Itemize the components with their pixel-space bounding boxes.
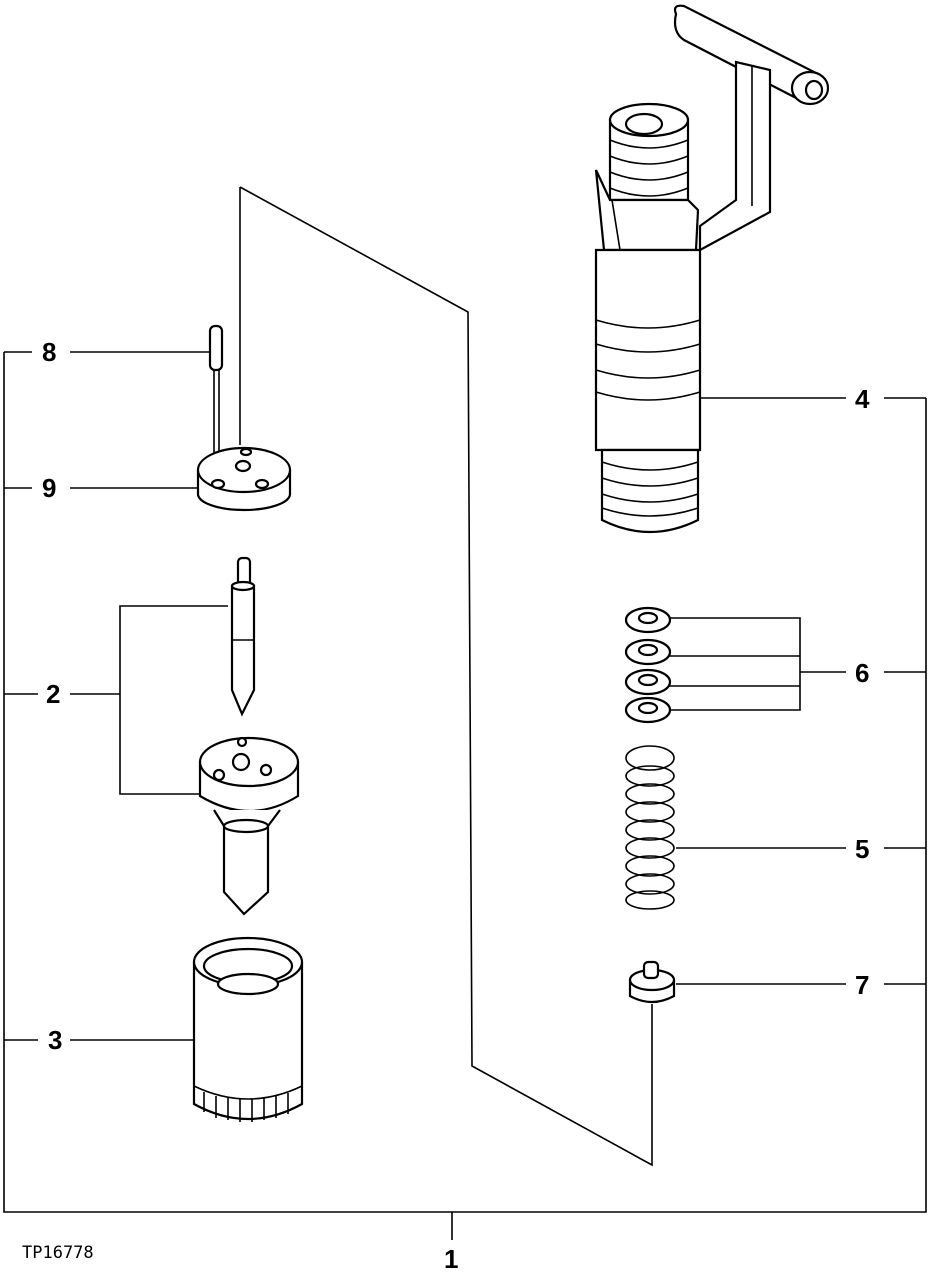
callout-7: 7 <box>855 970 869 1000</box>
callout-6: 6 <box>855 658 869 688</box>
callout-2: 2 <box>46 679 60 709</box>
nut-part-3 <box>192 936 304 1122</box>
figure-id: TP16778 <box>22 1243 94 1263</box>
callout-9: 9 <box>42 473 56 503</box>
injector-body-part-4 <box>594 4 830 534</box>
callout-1: 1 <box>444 1244 458 1274</box>
spring-part-5 <box>625 745 675 910</box>
needle-part-2 <box>230 556 256 717</box>
pin-part-8 <box>208 324 224 470</box>
assembly-frame <box>3 186 927 1240</box>
callout-4: 4 <box>855 384 870 414</box>
callout-8: 8 <box>42 337 56 367</box>
shims-part-6 <box>624 606 672 724</box>
leader-lines <box>4 351 926 1041</box>
spring-seat-part-7 <box>628 960 676 1004</box>
callout-3: 3 <box>48 1025 62 1055</box>
callout-5: 5 <box>855 834 869 864</box>
plate-part-9 <box>196 446 292 512</box>
callout-labels: 1 2 3 4 5 6 7 8 9 <box>42 337 870 1274</box>
nozzle-body-part-2 <box>198 736 300 916</box>
